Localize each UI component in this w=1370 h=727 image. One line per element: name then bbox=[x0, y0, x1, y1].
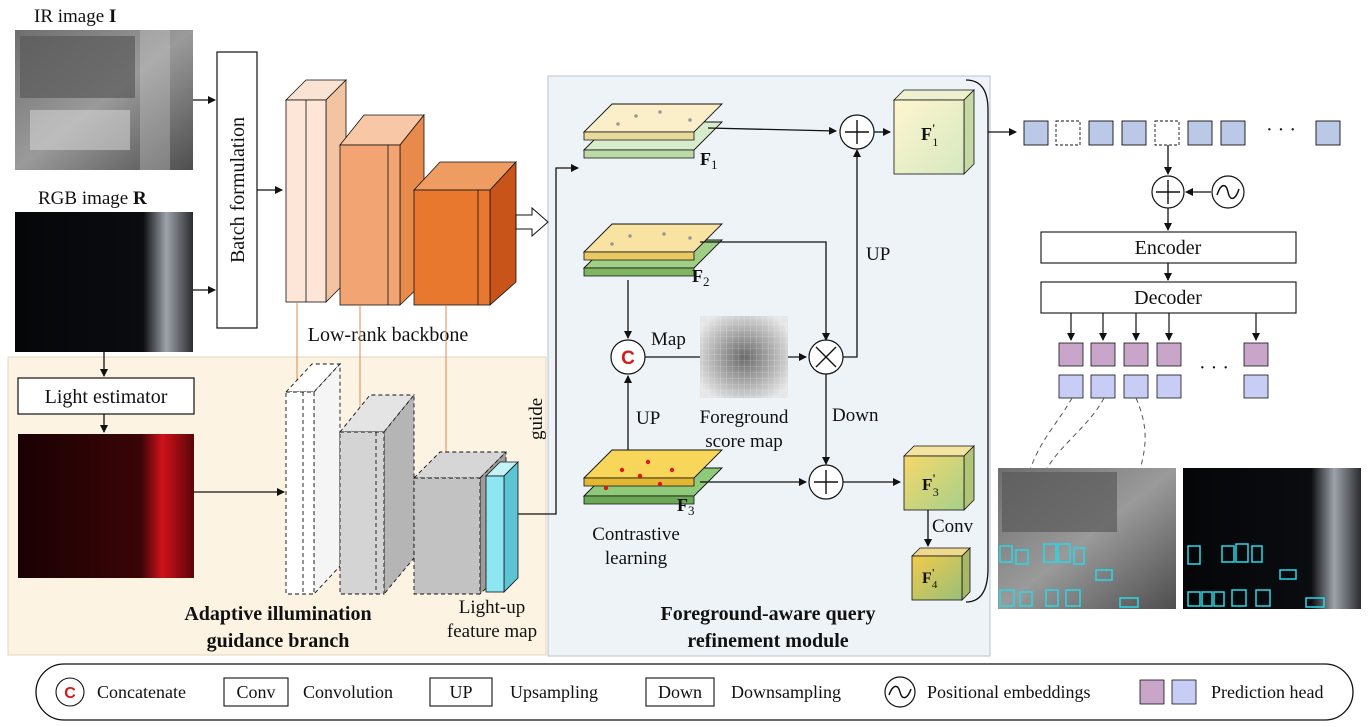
svg-text:Down: Down bbox=[658, 682, 702, 702]
decoder-box: Decoder bbox=[1040, 281, 1297, 314]
f4p-label: F'4 bbox=[922, 567, 938, 591]
f3-label: F3 bbox=[677, 495, 695, 518]
rgb-image-label: RGB image R bbox=[38, 188, 147, 209]
f2-label: F2 bbox=[692, 266, 710, 289]
map-label: Map bbox=[651, 329, 686, 350]
legend-pred-label: Prediction head bbox=[1211, 682, 1323, 702]
guide-label: guide bbox=[526, 398, 547, 440]
conv-label: Conv bbox=[932, 516, 974, 537]
svg-text:Light estimator: Light estimator bbox=[45, 386, 168, 408]
legend-concat-icon: C bbox=[55, 677, 85, 707]
ir-image bbox=[15, 30, 193, 170]
add-node-transformer bbox=[1151, 175, 1185, 209]
legend-concat-label: Concatenate bbox=[97, 682, 186, 702]
svg-text:Encoder: Encoder bbox=[1135, 237, 1202, 259]
backbone-block-1 bbox=[285, 79, 347, 303]
f1-label: F1 bbox=[700, 149, 718, 172]
result-ir-image bbox=[998, 468, 1176, 609]
svg-text:C: C bbox=[64, 685, 76, 702]
feature-f1-prime bbox=[893, 89, 975, 175]
fg-score-label-2: score map bbox=[705, 431, 783, 452]
backbone-block-2 bbox=[339, 113, 425, 306]
legend-up-label: Upsampling bbox=[510, 682, 598, 702]
up-label-left: UP bbox=[636, 408, 660, 429]
multiply-node bbox=[808, 339, 844, 375]
svg-text:Batch formulation: Batch formulation bbox=[227, 117, 249, 263]
svg-text:C: C bbox=[621, 348, 635, 369]
lightup-label-1: Light-up bbox=[459, 597, 526, 618]
svg-text:Conv: Conv bbox=[236, 682, 275, 702]
feature-f3-prime bbox=[903, 445, 975, 511]
query-tokens bbox=[1023, 120, 1341, 146]
refinement-title-1: Foreground-aware query bbox=[661, 603, 876, 625]
guidance-block-2 bbox=[339, 393, 415, 596]
contrastive-label-2: learning bbox=[605, 548, 668, 569]
legend-down-label: Downsampling bbox=[731, 682, 841, 702]
lightup-feature-map bbox=[485, 461, 519, 593]
f1p-label: F'1 bbox=[921, 121, 938, 149]
legend-pred-icon bbox=[1139, 679, 1197, 705]
positional-embedding-icon bbox=[1211, 175, 1245, 209]
guidance-title-2: guidance branch bbox=[207, 630, 350, 652]
legend-pos-icon bbox=[884, 676, 916, 708]
prediction-heads bbox=[1058, 342, 1269, 399]
legend-pos-label: Positional embeddings bbox=[927, 682, 1091, 702]
backbone-label: Low-rank backbone bbox=[308, 324, 469, 346]
result-rgb-image bbox=[1183, 468, 1361, 609]
feature-f1 bbox=[582, 103, 724, 159]
legend-conv-box: Conv bbox=[223, 677, 289, 707]
ir-image-label: IR image I bbox=[34, 6, 116, 27]
guide-arrow bbox=[518, 164, 579, 515]
add-node-bottom bbox=[808, 464, 844, 500]
feature-f4-prime bbox=[911, 547, 971, 601]
decoder-to-heads-arrows bbox=[1067, 313, 1260, 341]
token-ellipsis: · · · bbox=[1266, 119, 1296, 141]
backbone-block-3 bbox=[413, 160, 517, 306]
batch-formulation-box: Batch formulation bbox=[216, 51, 258, 329]
output-bracket bbox=[965, 79, 989, 603]
down-label: Down bbox=[832, 405, 879, 426]
up-label-right: UP bbox=[866, 244, 890, 265]
encoder-box: Encoder bbox=[1040, 231, 1297, 264]
rgb-image bbox=[15, 212, 193, 352]
light-map-image bbox=[18, 434, 194, 578]
feature-f2 bbox=[582, 223, 724, 277]
head-ellipsis: · · · bbox=[1199, 357, 1229, 379]
legend-down-box: Down bbox=[645, 677, 715, 707]
foreground-score-map bbox=[700, 316, 788, 398]
lightup-label-2: feature map bbox=[447, 621, 537, 642]
refinement-title-2: refinement module bbox=[687, 630, 848, 652]
hollow-arrow-backbone-to-refine bbox=[515, 206, 549, 238]
contrastive-label-1: Contrastive bbox=[592, 524, 680, 545]
f3p-label: F'3 bbox=[922, 471, 939, 499]
legend-up-box: UP bbox=[429, 677, 493, 707]
add-node-top bbox=[839, 114, 875, 150]
guidance-title-1: Adaptive illumination bbox=[184, 603, 371, 625]
svg-text:Decoder: Decoder bbox=[1134, 287, 1202, 309]
feature-f3 bbox=[582, 449, 724, 505]
legend-conv-label: Convolution bbox=[303, 682, 393, 702]
guidance-block-1 bbox=[284, 362, 342, 596]
fg-score-label-1: Foreground bbox=[700, 407, 789, 428]
concatenate-node: C bbox=[610, 339, 646, 375]
svg-text:UP: UP bbox=[449, 682, 472, 702]
light-estimator-box: Light estimator bbox=[17, 377, 195, 415]
